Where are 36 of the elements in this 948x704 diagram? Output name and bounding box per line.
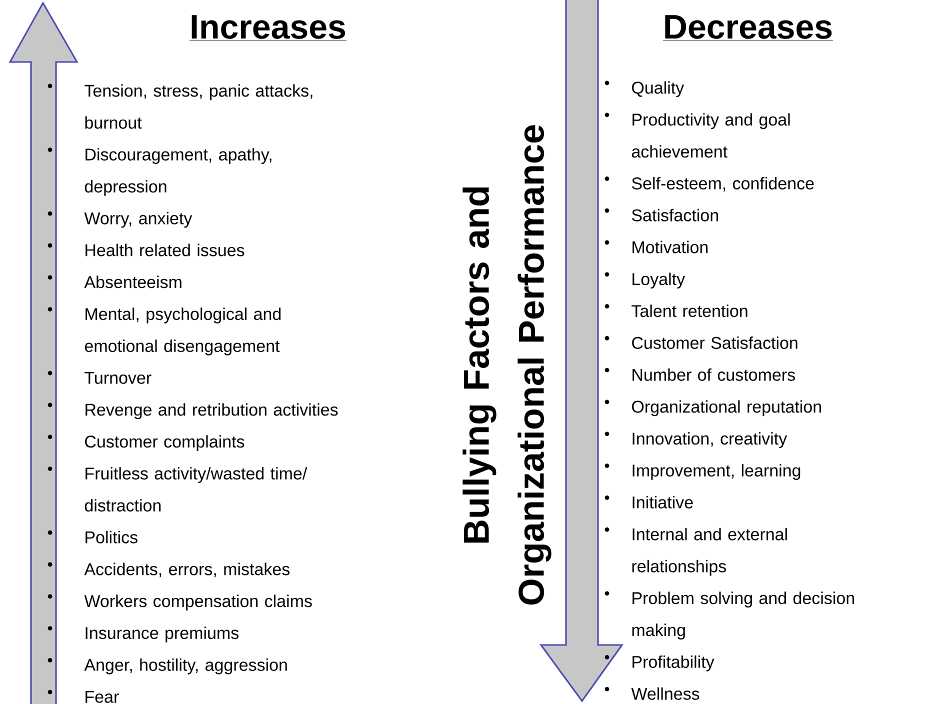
bullet-item: Tension, stress, panic attacks, burnout	[48, 84, 312, 129]
bullet-item: Anger, hostility, aggression	[48, 658, 287, 674]
bullet-item: Mental, psychological and emotional disengagement	[48, 307, 281, 356]
title: Bullying Factors and Organizational Performance	[462, 125, 552, 605]
bullet-item: Health related issues	[48, 243, 244, 256]
bullet-item: Self-esteem, confidence	[604, 176, 814, 192]
bullet-item: Productivity and goal achievement	[604, 112, 790, 158]
bullet-item: Fruitless activity/wasted time/ distraction	[48, 466, 308, 512]
bullet-item: Politics	[48, 530, 138, 544]
bullet-item: Wellness	[604, 686, 700, 700]
bullet-item: Initiative	[604, 496, 693, 508]
bullet-item: Improvement, learning	[604, 464, 800, 480]
bullet-item: Customer complaints	[48, 434, 244, 452]
bullet-item: Satisfaction	[604, 208, 718, 222]
bullet-item: Internal and external relationships	[604, 527, 787, 576]
bullet-item: Customer Satisfaction	[604, 336, 798, 349]
bullet-item: Talent retention	[604, 304, 748, 318]
bullet-item: Workers compensation claims	[48, 594, 312, 611]
bullet-item: Worry, anxiety	[48, 211, 192, 228]
bullet-item: Profitability	[604, 655, 714, 672]
bullet-item: Problem solving and decision making	[604, 591, 854, 640]
bullet-item: Discouragement, apathy, depression	[48, 148, 272, 196]
bullet-item: Organizational reputation	[604, 400, 821, 416]
bullet-item: Motivation	[604, 240, 708, 254]
heading: Decreases	[662, 15, 834, 40]
heading: Increases	[189, 15, 347, 40]
bullet-item: Accidents, errors, mistakes	[48, 562, 290, 578]
bullet-item: Number of customers	[604, 368, 795, 381]
bullet-item: Quality	[604, 80, 684, 98]
bullet-item: Turnover	[48, 370, 152, 384]
bullet-item: Fear	[48, 690, 119, 703]
bullet-item: Revenge and retribution activities	[48, 402, 338, 420]
bullet-item: Innovation, creativity	[604, 432, 788, 448]
bullet-item: Insurance premiums	[48, 626, 239, 642]
bullet-item: Loyalty	[604, 272, 686, 289]
bullet-item: Absenteeism	[48, 275, 182, 288]
